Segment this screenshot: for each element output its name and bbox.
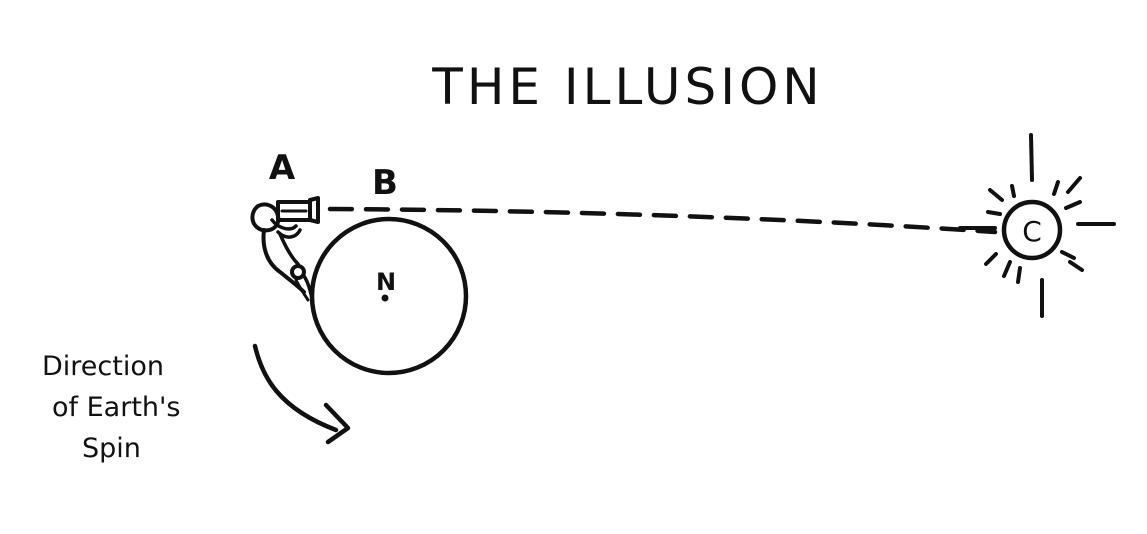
sun-icon [984, 133, 1116, 318]
spin-caption: Direction of Earth's Spin [42, 351, 181, 464]
line-of-sight [327, 206, 998, 235]
person-with-telescope-icon [250, 196, 320, 302]
caption-line-2: of Earth's [52, 392, 181, 423]
label-b: B [372, 163, 398, 203]
earth-circle [309, 216, 469, 376]
label-n: N [376, 268, 396, 296]
caption-line-1: Direction [42, 351, 164, 382]
curved-arrow-icon [252, 343, 351, 445]
label-c: C [1022, 215, 1042, 248]
caption-line-3: Spin [82, 433, 141, 464]
diagram-title: THE ILLUSION [431, 58, 823, 116]
north-pole-dot [381, 294, 389, 302]
label-a: A [269, 148, 296, 188]
